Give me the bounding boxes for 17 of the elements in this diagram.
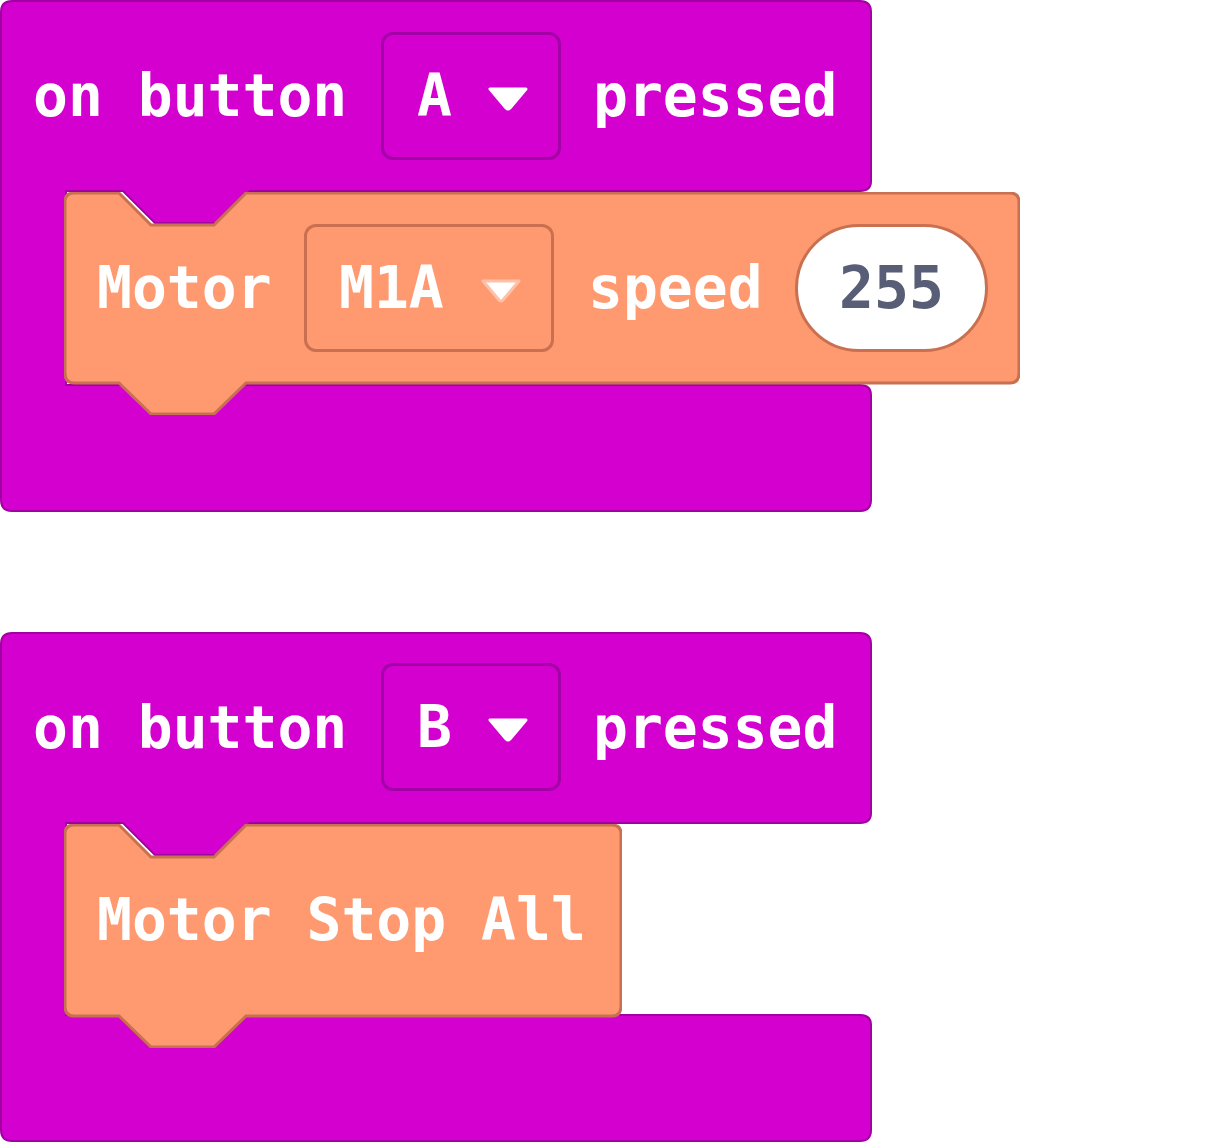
block-label: Motor [97, 253, 272, 323]
block-label: pressed [593, 61, 838, 131]
block-label: pressed [593, 693, 838, 763]
dropdown-field [381, 32, 561, 160]
event-block [0, 632, 872, 1142]
dropdown-field [381, 663, 561, 791]
block-label: M1A [339, 253, 444, 323]
block-label: Motor Stop All [97, 885, 586, 955]
block-label: on button [33, 61, 348, 131]
dropdown-field [304, 224, 554, 352]
statement-block [64, 824, 622, 1048]
statement-block [64, 192, 1020, 415]
block-label: on button [33, 693, 348, 763]
block-label: B [417, 692, 452, 762]
block-label: speed [588, 253, 763, 323]
block-label: A [417, 61, 452, 131]
block-label: 255 [838, 253, 945, 323]
